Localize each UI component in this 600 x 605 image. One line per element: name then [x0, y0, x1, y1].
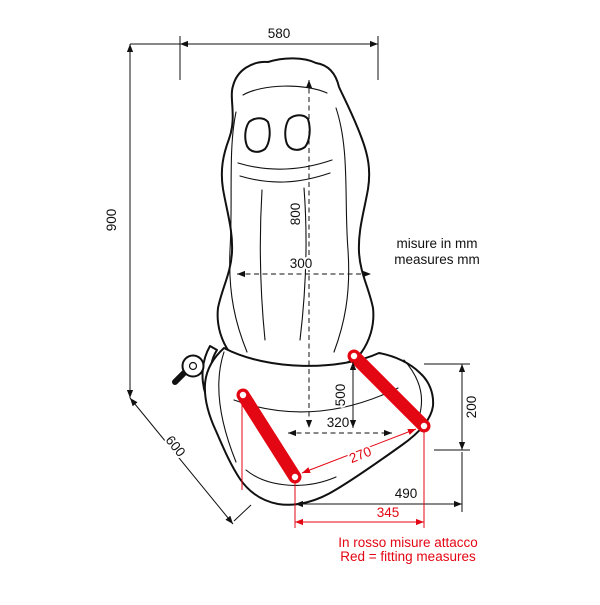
rail-mount-hole — [291, 473, 299, 481]
units-note-line1: misure in mm — [396, 236, 477, 251]
dim-label-cushion-width: 320 — [327, 415, 350, 430]
harness-slot-left — [244, 117, 271, 153]
fitting-rail-front — [236, 388, 302, 484]
dim-extension-line — [233, 504, 252, 522]
dim-label-base-length: 490 — [395, 486, 418, 501]
dim-label-rear-mount-height: 200 — [464, 396, 479, 419]
dim-base-length: 490 — [295, 452, 463, 512]
fitting-note-line1: In rosso misure attacco — [338, 535, 478, 550]
dim-fitting-span: 345 — [241, 399, 425, 528]
dim-line — [301, 428, 417, 474]
cushion-front-seam — [245, 469, 337, 486]
dim-label-fitting-span: 345 — [377, 505, 400, 520]
units-note: misure in mm measures mm — [394, 236, 480, 267]
fitting-rail-rear — [347, 349, 431, 433]
seat-cushion-outline — [203, 347, 435, 506]
harness-slot-right — [284, 114, 311, 151]
recline-lever — [172, 370, 187, 385]
dim-line — [129, 397, 234, 525]
dim-overall-height: 900 — [102, 44, 134, 398]
units-note-line2: measures mm — [394, 252, 480, 267]
dim-label-backrest-height: 800 — [288, 203, 303, 226]
left-bolster-seam — [229, 111, 248, 353]
dim-label-rail-length: 500 — [333, 384, 348, 407]
center-seam-right — [299, 187, 307, 341]
dim-top-width: 580 — [130, 24, 379, 80]
dim-rail-length: 500 — [331, 362, 357, 428]
right-bolster-seam — [333, 107, 350, 353]
dim-label-overall-height: 900 — [104, 209, 119, 232]
seat-drawing — [172, 57, 435, 506]
shoulder-seam-lower — [239, 172, 331, 183]
recline-knob — [181, 354, 205, 378]
center-seam-left — [259, 189, 266, 341]
dim-label-backrest-width: 300 — [290, 256, 313, 271]
dim-label-seat-depth: 600 — [163, 433, 189, 460]
dim-backrest-height: 800 — [286, 80, 313, 428]
rail-mount-hole — [350, 352, 358, 360]
rail-mount-hole — [239, 391, 247, 399]
dim-backrest-width: 300 — [237, 254, 371, 278]
dim-rear-mount-height: 200 — [424, 363, 481, 451]
shoulder-seam-upper — [237, 159, 333, 170]
dim-label-top-width: 580 — [268, 26, 291, 41]
recline-knob-center — [188, 361, 198, 371]
fitting-note-line2: Red = fitting measures — [340, 549, 476, 564]
fitting-note: In rosso misure attacco Red = fitting me… — [338, 535, 478, 564]
rail-mount-hole — [420, 422, 428, 430]
headrest-piping-seam — [242, 85, 328, 96]
